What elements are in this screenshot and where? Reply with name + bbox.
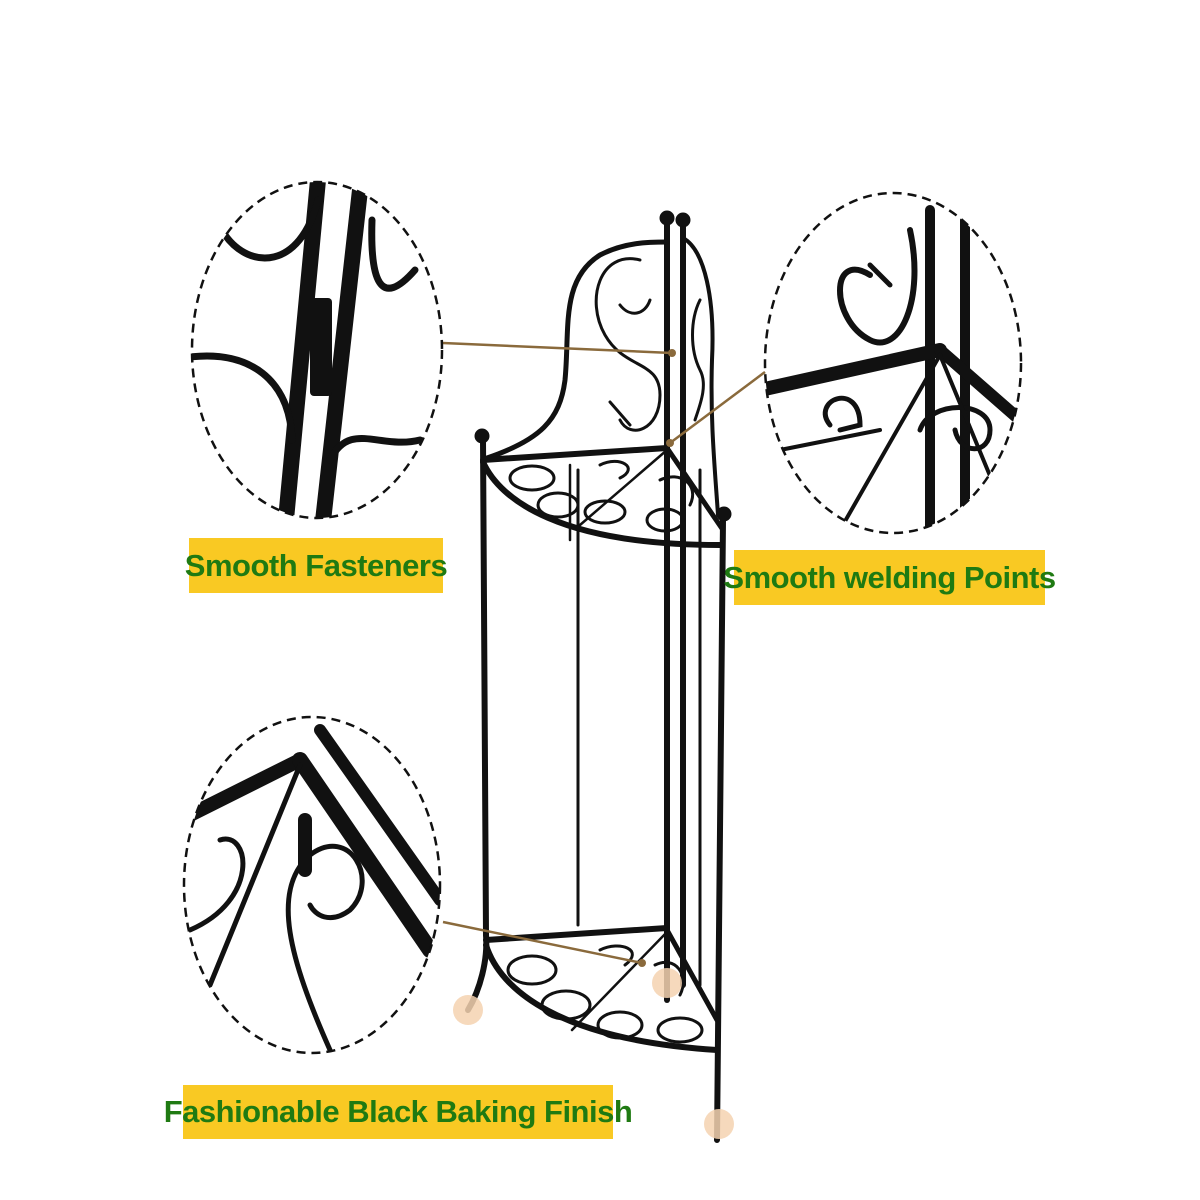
foot-pads <box>453 968 734 1139</box>
hinge-closeup-icon <box>190 180 444 520</box>
leader-lines <box>442 341 766 967</box>
weld-joint-closeup-icon <box>763 191 1023 535</box>
black-finish-closeup-icon <box>182 715 442 1055</box>
feature-label-smooth-welding-points: Smooth welding Points <box>723 550 1056 605</box>
feature-label-black-baking-finish: Fashionable Black Baking Finish <box>164 1085 633 1139</box>
feature-label-smooth-fasteners: Smooth Fasteners <box>185 538 448 593</box>
corner-rack-icon <box>465 210 732 1143</box>
